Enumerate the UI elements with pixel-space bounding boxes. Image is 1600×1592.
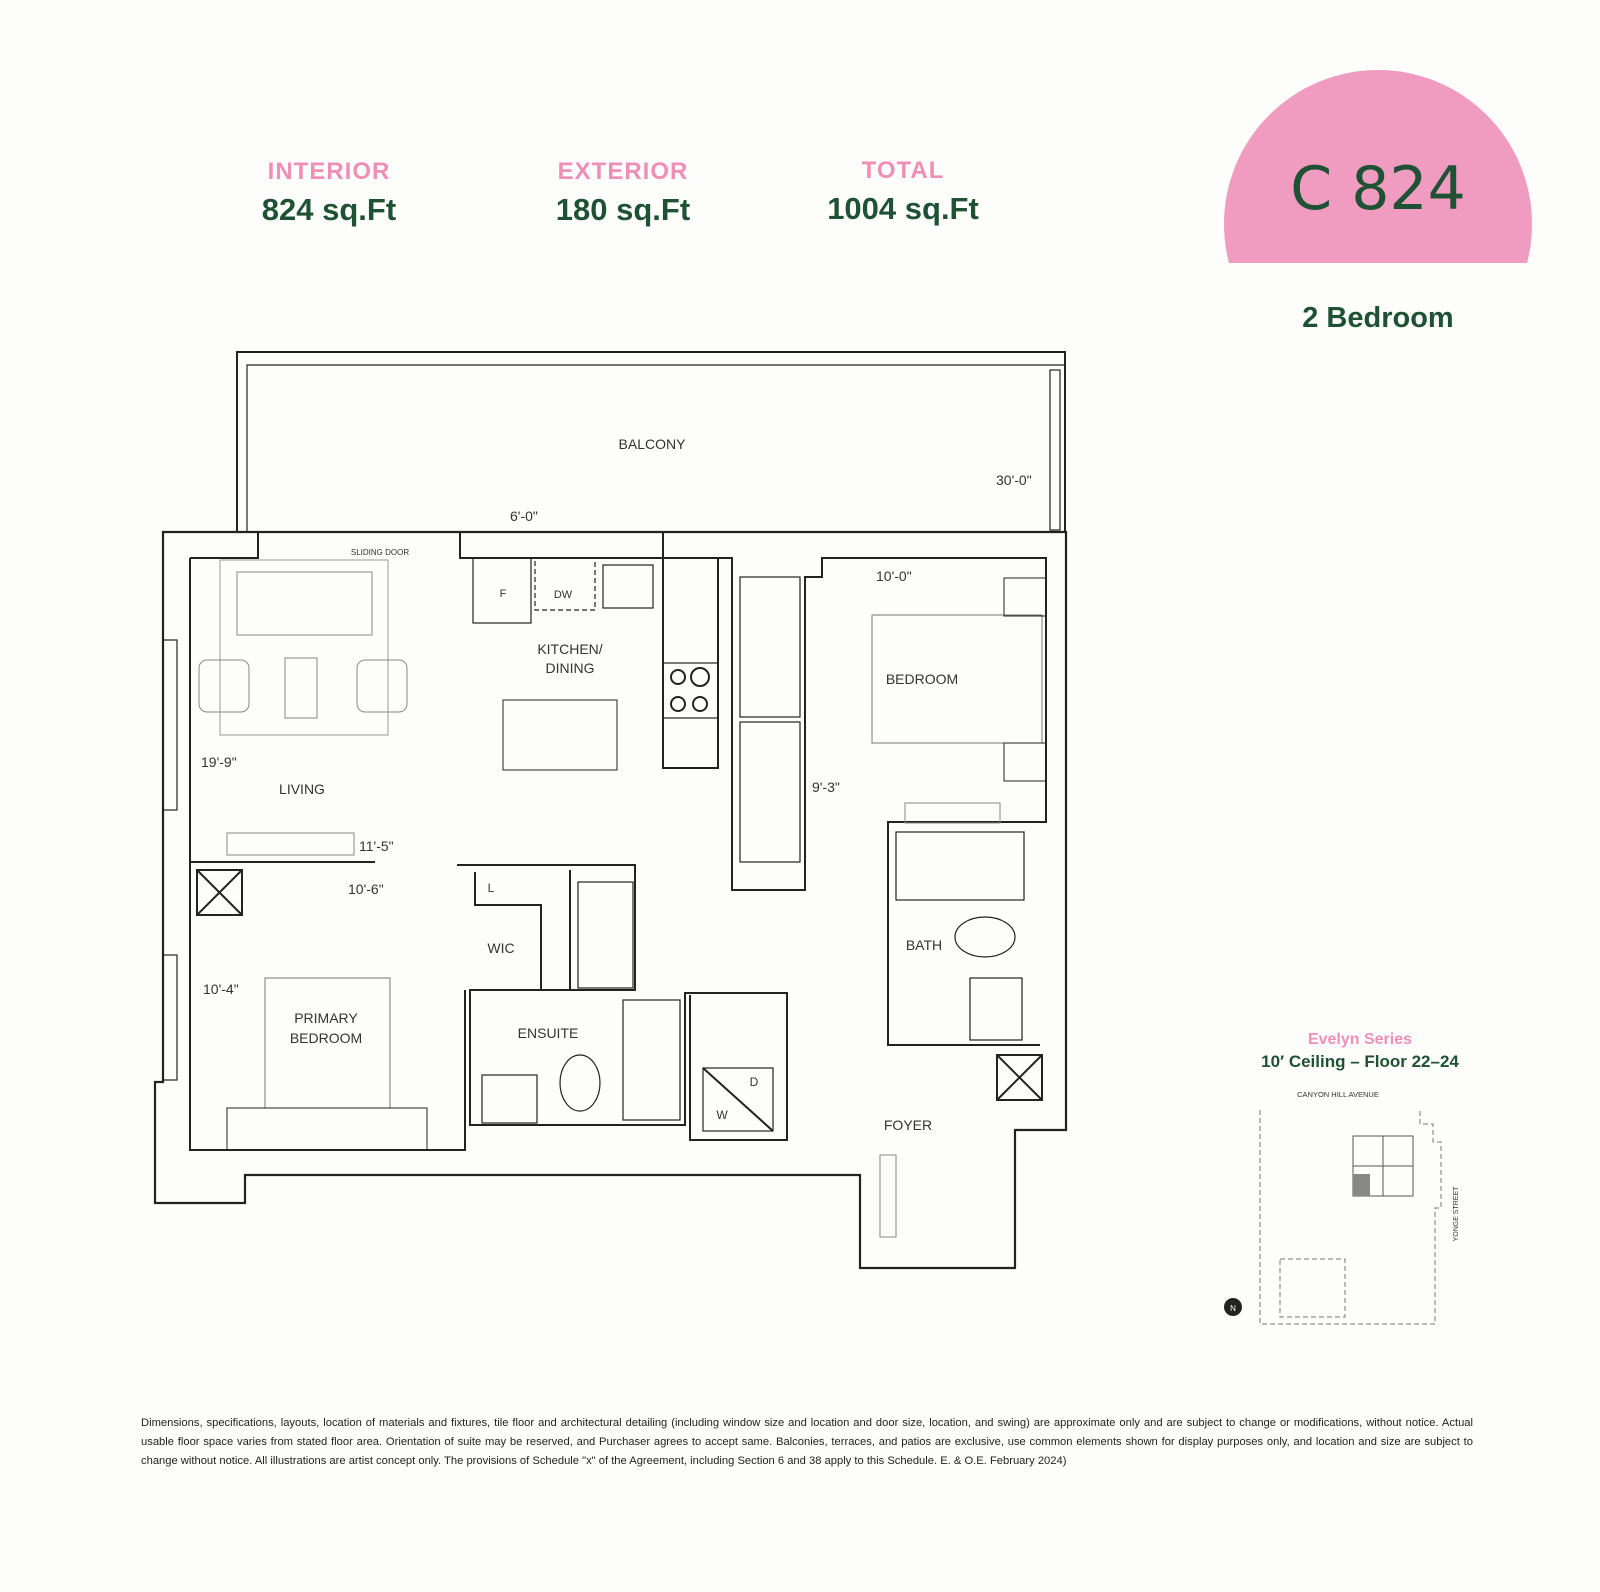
room-living: LIVING [279,781,325,797]
dim-living-width: 11'-5" [359,838,394,854]
room-foyer: FOYER [884,1117,932,1133]
room-bedroom: BEDROOM [886,671,958,687]
unit-code: C 824 [1290,154,1466,224]
room-kitchen-line1: KITCHEN/ [537,641,602,657]
unit-location-marker [1353,1174,1370,1196]
room-primary-line2: BEDROOM [290,1030,362,1046]
dim-bedroom-width: 10'-0" [876,568,912,584]
east-street-label: YONGE STREET [1453,1186,1460,1242]
dishwasher-label: DW [554,589,573,601]
exterior-stat: EXTERIOR 180 sq.Ft [493,158,753,228]
north-label: N [1230,1304,1236,1313]
exterior-value: 180 sq.Ft [555,192,691,227]
dim-primary-depth: 10'-4" [203,981,239,997]
total-stat: TOTAL 1004 sq.Ft [773,157,1033,227]
dim-living-depth: 19'-9" [201,754,237,770]
interior-stat: INTERIOR 824 sq.Ft [199,158,459,228]
interior-label: INTERIOR [267,158,391,185]
room-primary-line1: PRIMARY [294,1010,358,1026]
dim-balcony-depth: 6'-0" [510,508,538,524]
dim-bedroom-depth: 9'-3" [812,779,840,795]
series-info: Evelyn Series 10′ Ceiling – Floor 22–24 [1240,1030,1480,1072]
north-street-label: CANYON HILL AVENUE [1297,1090,1379,1099]
fridge-label: F [500,588,507,600]
dim-balcony-width: 30'-0" [996,472,1032,488]
room-ensuite: ENSUITE [518,1025,579,1041]
bedroom-count: 2 Bedroom [1302,302,1454,334]
series-detail: 10′ Ceiling – Floor 22–24 [1261,1052,1459,1071]
unit-outer-wall [153,530,1068,1270]
sliding-door-label: SLIDING DOOR [351,548,409,557]
total-value: 1004 sq.Ft [827,191,979,226]
dryer-label: D [750,1075,759,1089]
room-bath: BATH [906,937,942,953]
disclaimer: Dimensions, specifications, layouts, loc… [141,1417,1473,1467]
unit-badge: C 824 [1224,70,1532,263]
room-balcony: BALCONY [619,436,687,452]
room-wic: WIC [487,940,514,956]
north-arrow-icon [1224,1298,1242,1316]
room-kitchen-line2: DINING [546,660,595,676]
linen-label: L [488,881,495,895]
dim-primary-width: 10'-6" [348,881,384,897]
exterior-label: EXTERIOR [557,158,689,185]
interior-value: 824 sq.Ft [261,192,397,227]
total-label: TOTAL [861,157,945,184]
key-plan: CANYON HILL AVENUE YONGE STREET N [1224,1090,1460,1325]
washer-label: W [716,1108,728,1122]
series-name: Evelyn Series [1307,1031,1413,1048]
